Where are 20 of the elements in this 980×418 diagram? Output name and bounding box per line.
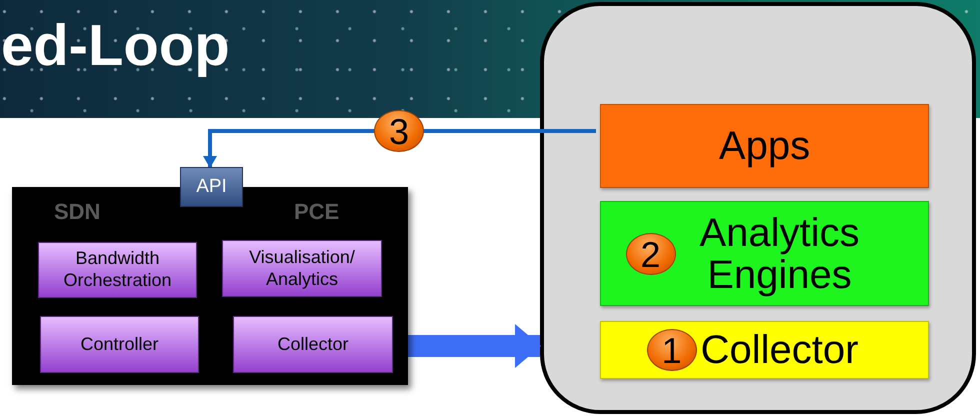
module-box: Collector <box>233 316 393 373</box>
layer-label: Collector <box>700 329 858 371</box>
module-box: Controller <box>40 316 199 373</box>
module-box: Bandwidth Orchestration <box>38 242 197 298</box>
layer-box <box>600 104 929 188</box>
platform-panel <box>540 2 976 414</box>
number-badge: 1 <box>646 329 697 371</box>
api-block: API <box>180 167 243 207</box>
layer-label: Apps <box>718 125 810 167</box>
block-arrow <box>408 324 541 368</box>
arrow <box>203 129 596 168</box>
layer-box <box>600 321 929 379</box>
edge-label: 3 <box>374 110 424 152</box>
panel-heading: PCE <box>294 199 340 225</box>
layer-box <box>600 201 929 306</box>
layer-label: Analytics Engines <box>698 212 861 296</box>
module-box: Visualisation/ Analytics <box>222 240 382 297</box>
panel-heading: SDN <box>54 199 100 225</box>
title: ed-Loop <box>1 12 230 79</box>
number-badge: 2 <box>626 232 676 274</box>
